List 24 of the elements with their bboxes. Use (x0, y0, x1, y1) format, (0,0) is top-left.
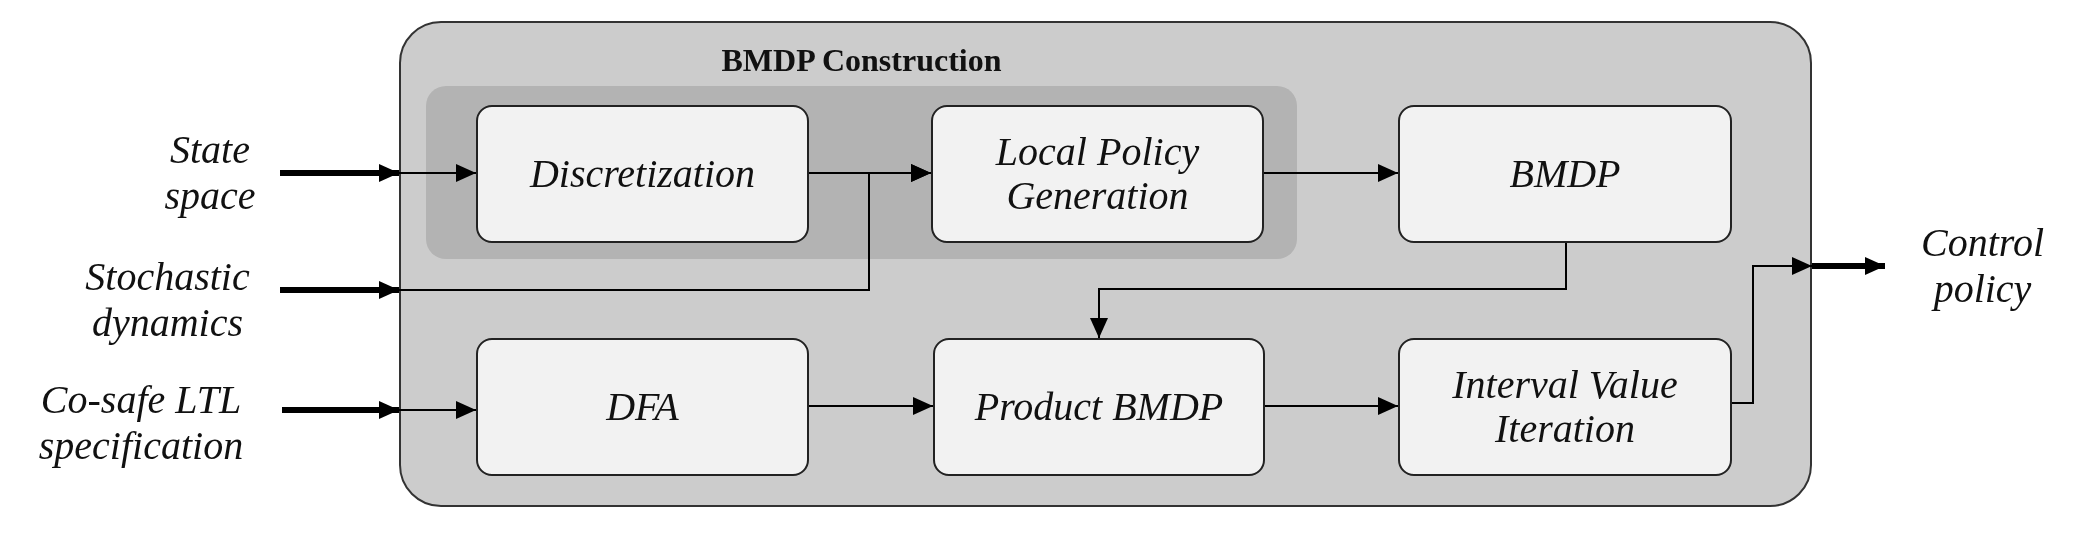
arrow (280, 281, 399, 299)
input-label: Co-safe LTL specification (37, 377, 245, 469)
input-label: Control policy (1920, 220, 2045, 312)
arrow (1731, 257, 1813, 404)
process-box: Discretization (476, 105, 809, 243)
arrow (1263, 164, 1399, 182)
container-panel (399, 21, 1812, 507)
arrow (1090, 242, 1567, 339)
process-box: BMDP (1398, 105, 1732, 243)
process-box: Interval Value Iteration (1398, 338, 1732, 476)
arrow (1264, 397, 1399, 415)
arrow (1812, 257, 1885, 275)
process-box: Local Policy Generation (931, 105, 1264, 243)
arrow (808, 164, 932, 182)
arrow (280, 164, 399, 182)
process-box: Product BMDP (933, 338, 1265, 476)
input-label: Stochastic dynamics (84, 254, 251, 346)
input-label: State space (163, 127, 257, 219)
process-box: DFA (476, 338, 809, 476)
arrow (398, 401, 477, 419)
arrow (808, 397, 934, 415)
arrow (282, 401, 399, 419)
group-title: BMDP Construction (721, 42, 1002, 79)
arrow (398, 164, 477, 182)
